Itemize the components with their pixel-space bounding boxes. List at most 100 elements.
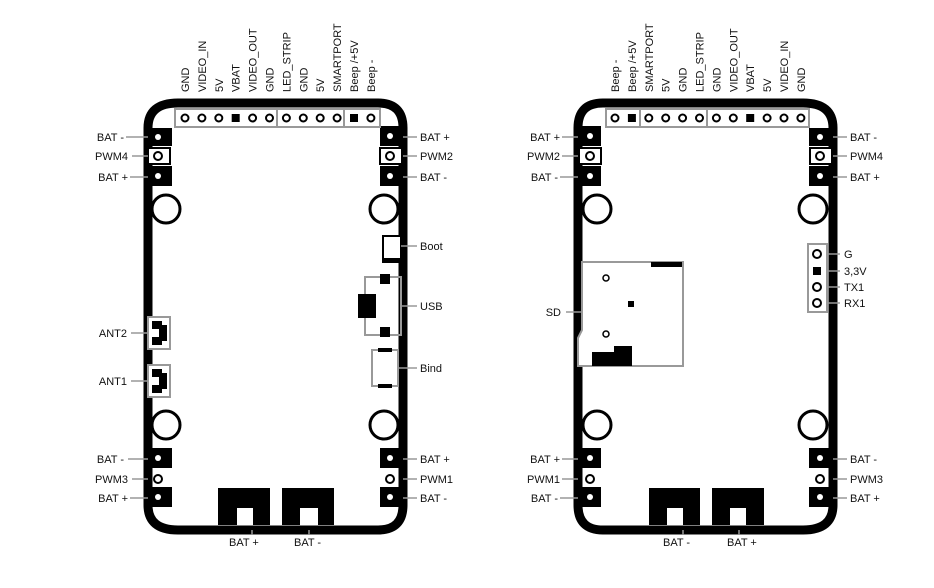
front-pad-dot [387, 494, 393, 500]
front-board-outline [143, 98, 408, 535]
back-header-pin-label: LED_STRIP [695, 32, 707, 92]
front-header-pin [180, 113, 190, 123]
front-pwm1-hole [385, 474, 395, 484]
front-pad-dot [155, 494, 161, 500]
back-uart-label-3: RX1 [844, 298, 865, 310]
front-left-bottom-label-0: BAT - [97, 454, 124, 466]
front-pad-dot [155, 173, 161, 179]
front-header-pin [315, 113, 325, 123]
front-header-pin [248, 113, 258, 123]
back-uart-label-1: 3,3V [844, 266, 867, 278]
front-header-pin [281, 113, 291, 123]
front-header-pin [197, 113, 207, 123]
front-left-bottom-label-2: BAT + [98, 493, 128, 505]
back-header-pin-square [627, 114, 636, 122]
back-header-pin-label: VIDEO_OUT [728, 28, 740, 92]
front-pad-dot [387, 455, 393, 461]
front-bottom-pad-label-0: BAT + [229, 537, 259, 549]
back-header-pin-label: GND [796, 68, 808, 93]
back-header-pin [678, 113, 688, 123]
front-header-pin-label: VIDEO_IN [197, 41, 209, 92]
front-right-top-label-1: PWM2 [420, 151, 453, 163]
back-header-pin [711, 113, 721, 123]
front-pad-dot [155, 134, 161, 140]
back-left-bottom-label-2: BAT - [531, 493, 558, 505]
front-header-pin-label: Beep - [366, 59, 378, 92]
back-header-pin [695, 113, 704, 123]
front-pwm2-hole [385, 151, 395, 161]
back-header-pin [661, 113, 671, 123]
front-pad-dot [155, 455, 161, 461]
front-pad-dot [387, 173, 393, 179]
back-header-pin [796, 113, 806, 123]
back-header-pin-label: Beep /+5V [627, 40, 639, 92]
front-mount-hole [368, 193, 400, 225]
front-header-pin [332, 113, 342, 123]
front-right-top-label-2: BAT - [420, 172, 447, 184]
back-header-pin [762, 113, 772, 123]
front-pad-dot [387, 133, 393, 139]
back-header-pin [779, 113, 789, 123]
back-right-top-label-2: BAT + [850, 172, 880, 184]
front-header-pin-label: GND [180, 68, 192, 93]
back-uart-label-2: TX1 [844, 282, 864, 294]
back-right-top-label-0: BAT - [850, 132, 877, 144]
front-header-pin-label: LED_STRIP [281, 32, 293, 92]
front-pwm3-hole [153, 474, 163, 484]
front-left-bottom-label-1: PWM3 [95, 474, 128, 486]
front-battery-pads [218, 488, 270, 525]
front-right-bottom-label-0: BAT + [420, 454, 450, 466]
back-left-top-label-1: PWM2 [527, 151, 560, 163]
back-sd-label: SD [546, 307, 561, 319]
back-uart-header [807, 243, 828, 313]
front-right-top-label-0: BAT + [420, 132, 450, 144]
front-board [126, 98, 417, 535]
back-right-top-label-1: PWM4 [850, 151, 883, 163]
front-header-pin-square [231, 114, 240, 122]
back-uart-label-0: G [844, 249, 853, 261]
front-usb-label: USB [420, 301, 443, 313]
front-ant1-label: ANT1 [99, 376, 127, 388]
front-header-pin-label: VBAT [231, 64, 243, 92]
back-left-bottom-label-1: PWM1 [527, 474, 560, 486]
back-header-pin-label: GND [678, 68, 690, 93]
back-left-bottom-label-0: BAT + [530, 454, 560, 466]
front-header-pin [366, 113, 376, 123]
back-header-pin [610, 113, 620, 123]
back-left-top-label-2: BAT - [531, 172, 558, 184]
front-header-pin [214, 113, 224, 123]
back-header-pin-label: 5V [661, 78, 673, 92]
front-right-bottom-label-2: BAT - [420, 493, 447, 505]
back-header-pin-label: SMARTPORT [644, 23, 656, 92]
back-header-pin-label: 5V [762, 78, 774, 92]
front-header-pin-label: Beep /+5V [349, 40, 361, 92]
back-sd-slot [577, 261, 684, 367]
front-boot-label: Boot [420, 241, 443, 253]
front-header-pin [298, 113, 308, 123]
front-mount-hole [150, 193, 182, 225]
back-header-pin-square [746, 114, 755, 122]
back-right-bottom-label-0: BAT - [850, 454, 877, 466]
front-bottom-pad-label-1: BAT - [294, 537, 321, 549]
back-bottom-pad-label-0: BAT - [663, 537, 690, 549]
front-header-pin-square [350, 114, 358, 122]
back-header-pin-label: GND [711, 68, 723, 93]
front-left-top-label-0: BAT - [97, 132, 124, 144]
front-header-pin-label: GND [265, 68, 277, 93]
front-pwm4-hole [153, 151, 163, 161]
front-ant2-label: ANT2 [99, 328, 127, 340]
front-mount-hole [150, 409, 182, 441]
front-mount-hole [368, 409, 400, 441]
front-left-top-label-1: PWM4 [95, 151, 128, 163]
back-header-pin [728, 113, 738, 123]
back-bottom-pad-label-1: BAT + [727, 537, 757, 549]
front-header-pin-label: GND [298, 68, 310, 93]
back-board-outline [573, 98, 838, 535]
back-header-pin [644, 113, 654, 123]
front-bind-label: Bind [420, 363, 442, 375]
front-bind-button [371, 349, 399, 387]
front-left-top-label-2: BAT + [98, 172, 128, 184]
